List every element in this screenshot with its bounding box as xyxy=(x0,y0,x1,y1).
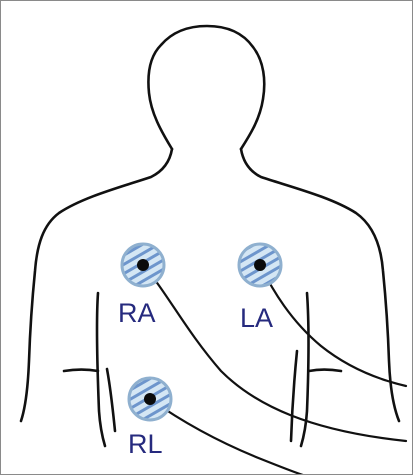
electrode-la: LA xyxy=(239,244,281,333)
ra-snap xyxy=(137,259,149,271)
rl-snap xyxy=(144,393,156,405)
ra-label: RA xyxy=(118,298,156,328)
left-torso-outline xyxy=(291,351,297,441)
left-armpit-outline xyxy=(301,293,309,446)
body-outline xyxy=(21,26,399,446)
right-torso-outline xyxy=(107,369,115,431)
left-arm-inner-outline xyxy=(309,370,341,372)
electrode-rl: RL xyxy=(128,378,171,459)
la-snap xyxy=(254,259,266,271)
rl-label: RL xyxy=(128,429,163,459)
electrode-ra: RA xyxy=(118,244,164,328)
right-armpit-outline xyxy=(97,293,105,446)
la-label: LA xyxy=(240,303,273,333)
rl-lead-wire xyxy=(150,399,306,475)
lead-wires xyxy=(143,265,406,475)
head-outline xyxy=(148,26,264,149)
right-arm-inner-outline xyxy=(64,370,98,372)
